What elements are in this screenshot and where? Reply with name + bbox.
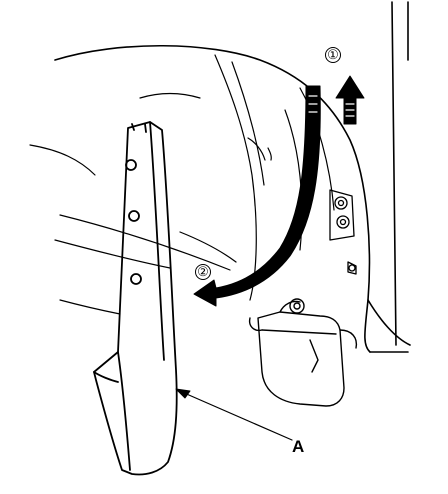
wheel-arch-lines [29, 54, 335, 315]
mounting-bracket [248, 298, 358, 407]
step-2-callout: ② [195, 264, 211, 280]
arrow-step-2 [193, 85, 321, 307]
trim-cover-part-a [93, 121, 178, 476]
fender-outline [54, 1, 411, 353]
arrow-step-1 [335, 75, 365, 125]
part-a-label: A [292, 437, 305, 456]
step-1-callout: ① [325, 47, 341, 63]
leader-line-a [181, 391, 293, 441]
panel-fasteners [329, 189, 357, 275]
leader-arrowhead [175, 388, 191, 399]
